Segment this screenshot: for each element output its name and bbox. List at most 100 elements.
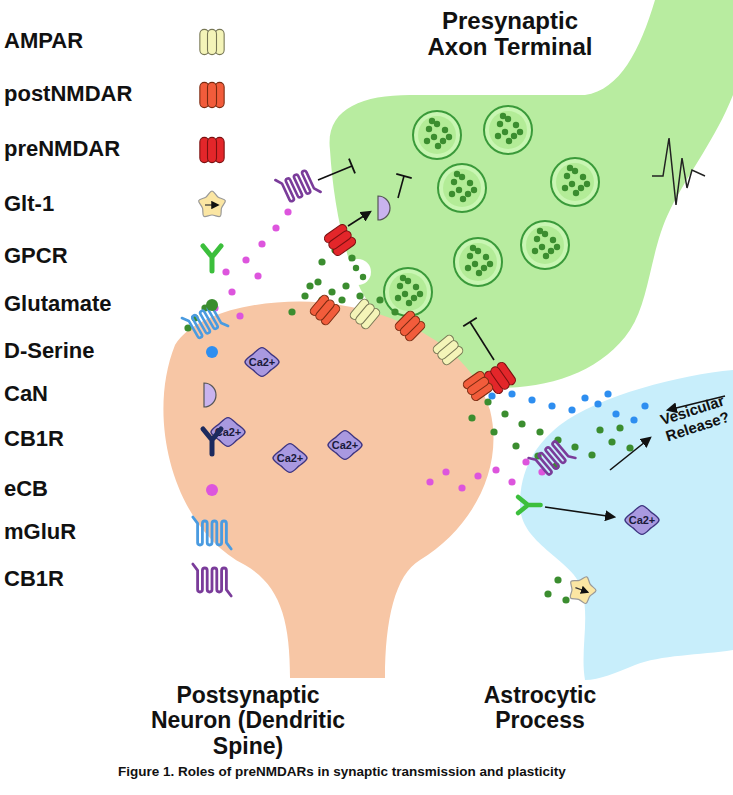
transporter-symbol xyxy=(199,191,226,217)
glutamate-dot xyxy=(596,426,603,433)
glutamate-dot xyxy=(314,278,321,285)
glutamate-dot xyxy=(562,596,569,603)
cb1r-receptor xyxy=(275,165,320,207)
glutamate-dot xyxy=(552,462,559,469)
prenmdar-channel xyxy=(483,361,517,396)
region-node: Postsynaptic Neuron (Dendritic Spine)Ca2… xyxy=(130,285,510,770)
vesicle-glutamate xyxy=(548,248,554,254)
d-serine-dot xyxy=(594,400,601,407)
ecb-dot xyxy=(492,466,499,473)
ecb-dot xyxy=(508,478,515,485)
channel-subunit xyxy=(208,29,217,54)
synaptic-vesicle xyxy=(454,238,502,286)
mglur-legend-symbol xyxy=(193,517,231,549)
vesicle-glutamate xyxy=(580,174,586,180)
transporter-symbol xyxy=(565,572,599,605)
glutamate-dot xyxy=(328,288,335,295)
vesicle-membrane xyxy=(413,111,461,159)
vesicle-lumen xyxy=(459,243,497,281)
vesicle-glutamate xyxy=(442,127,448,133)
legend-label: GPCR xyxy=(4,244,68,268)
vesicle-glutamate xyxy=(500,113,506,119)
glutamate-dot xyxy=(626,444,633,451)
region-label: Astrocytic Process xyxy=(460,683,620,734)
vesicle-glutamate xyxy=(550,237,556,243)
channel-subunit xyxy=(489,365,511,391)
legend-swatch xyxy=(206,346,218,358)
legend-label: postNMDAR xyxy=(4,82,132,106)
channel-subunit xyxy=(399,315,422,338)
postnmdar-channel xyxy=(309,294,342,327)
glutamate-dot xyxy=(536,428,543,435)
calcineurin-shape xyxy=(378,196,390,220)
vesicle-glutamate xyxy=(434,121,440,127)
vesicle-glutamate xyxy=(481,265,487,271)
d-serine-dot xyxy=(528,396,535,403)
seven-tm-path xyxy=(193,564,231,596)
channel-subunit xyxy=(495,361,517,387)
vesicle-membrane xyxy=(484,106,532,154)
glutamate-dot xyxy=(468,414,475,421)
vesicle-membrane xyxy=(438,164,486,212)
vesicle-glutamate xyxy=(483,254,489,260)
glutamate-dot xyxy=(331,246,338,253)
vesicle-glutamate xyxy=(543,253,549,259)
ecb-dot xyxy=(242,256,249,263)
legend-label: preNMDAR xyxy=(4,137,120,161)
channel-subunit xyxy=(393,309,416,332)
vesicle-lumen xyxy=(418,116,456,154)
inhibition-line xyxy=(470,322,494,360)
vesicle-glutamate xyxy=(573,190,579,196)
channel-subunit xyxy=(327,229,353,251)
vesicle-glutamate xyxy=(426,126,432,132)
vesicle-glutamate xyxy=(405,278,411,284)
d-serine-dot xyxy=(641,402,648,409)
dendritic-spine xyxy=(163,301,493,678)
vesicle-glutamate xyxy=(505,116,511,122)
action-potential xyxy=(652,138,705,205)
legend-label: CB1R xyxy=(4,567,64,591)
channel-subunit xyxy=(208,82,217,107)
glutamate-dot xyxy=(353,265,359,271)
glutamate-dot xyxy=(191,314,198,321)
glutamate-dot xyxy=(301,292,308,299)
glutamate-dot xyxy=(306,282,313,289)
vesicle-glutamate xyxy=(456,187,462,193)
glutamate-dot xyxy=(360,274,366,280)
glutamate-dot xyxy=(484,398,491,405)
calcium-node: Ca2+ xyxy=(239,345,285,379)
legend-swatch xyxy=(206,299,218,311)
glutamate-dot xyxy=(318,258,325,265)
vesicle-glutamate xyxy=(475,248,481,254)
vesicle-lumen xyxy=(443,169,481,207)
glutamate-dot xyxy=(490,428,497,435)
vesicle-glutamate xyxy=(511,133,517,139)
channel-subunit xyxy=(200,82,209,107)
vesicle-glutamate xyxy=(406,300,412,306)
postnmdar-channel xyxy=(393,309,426,342)
glutamate-dot xyxy=(366,308,373,315)
inhibition-line xyxy=(398,176,404,198)
glutamate-dot xyxy=(356,292,363,299)
glutamate-dot xyxy=(376,296,383,303)
transport-arrow xyxy=(205,204,218,205)
vesicle-membrane xyxy=(454,238,502,286)
vesicle-glutamate xyxy=(542,231,548,237)
vesicle-membrane xyxy=(384,268,432,316)
calcineurin-symbol xyxy=(378,196,390,220)
channel-subunit xyxy=(360,307,382,331)
synaptic-vesicle xyxy=(413,111,461,159)
vesicle-membrane xyxy=(521,221,569,269)
y-receptor-path xyxy=(518,497,541,513)
ion-label: Ca2+ xyxy=(322,439,368,451)
vesicle-glutamate xyxy=(411,295,417,301)
channel-subunit xyxy=(470,382,494,403)
d-serine-dot xyxy=(508,390,515,397)
cb1r-receptor xyxy=(529,435,576,481)
vesicle-glutamate xyxy=(459,174,465,180)
synaptic-vesicle xyxy=(438,164,486,212)
vesicle-glutamate xyxy=(402,291,408,297)
ecb-dot xyxy=(474,472,481,479)
vesicle-glutamate xyxy=(584,181,590,187)
gpcr-legend-symbol xyxy=(203,246,221,271)
